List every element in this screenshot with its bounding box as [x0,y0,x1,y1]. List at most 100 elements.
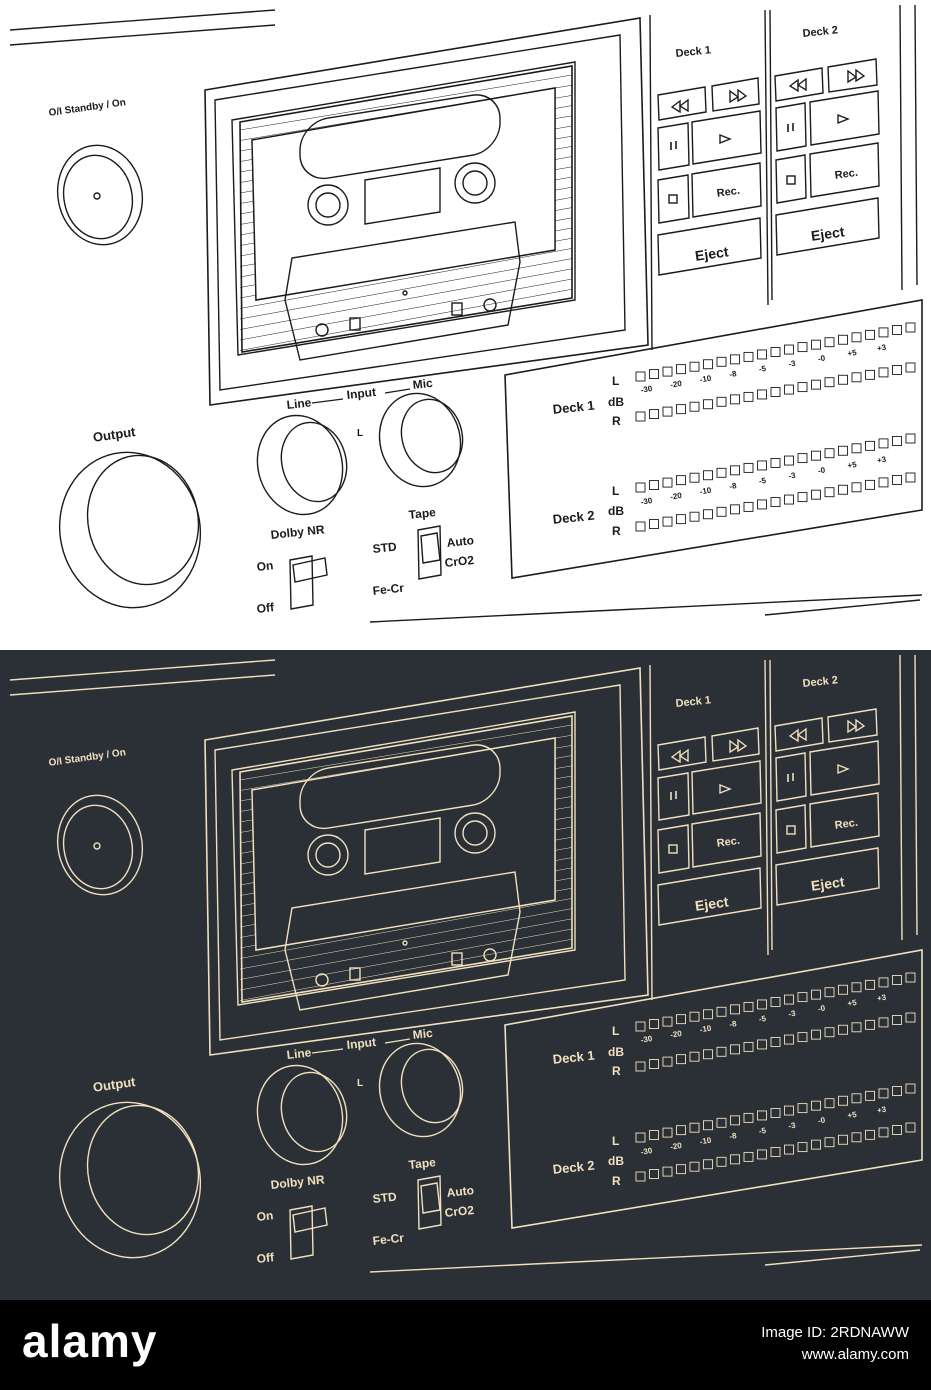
image-id: Image ID: 2RDNAWW www.alamy.com [761,1322,909,1366]
dark-pause-button-2[interactable] [775,752,807,802]
light-pause-button-2[interactable] [775,102,807,152]
fast-forward-icon [855,68,866,83]
meter-segment-l2 [649,1130,659,1140]
light-rec-button-2[interactable] [809,142,880,198]
guide-hole [315,973,329,987]
deck-divider [764,9,769,306]
rewind-icon [796,77,807,92]
meter-segment-l2 [878,1088,889,1099]
meter-segment-l2 [865,1090,875,1101]
input-level-knob [378,392,462,488]
dolby-switch-lever [292,1207,328,1233]
light-eject-button-1[interactable] [657,217,762,276]
dark-ff-button-2[interactable] [827,708,878,743]
light-off-label: Off [256,600,275,616]
meter-segment-r2 [865,1129,875,1140]
rewind-icon [788,728,799,743]
light-play-button-2[interactable] [809,90,880,146]
dark-rew-button-1[interactable] [657,736,707,771]
tape-switch [417,525,442,580]
light-ff-button-1[interactable] [711,77,760,112]
light-ff-button-2[interactable] [827,58,878,93]
rewind-icon [670,99,681,114]
dark-stop-button-1[interactable] [657,824,690,874]
dark-play-button-1[interactable] [691,760,762,815]
tape-switch-lever [420,1182,441,1214]
meter-segment-r2 [635,1171,646,1182]
panel-edge [9,659,276,681]
cassette-door [231,711,576,1006]
meter-segment-r1 [851,372,862,383]
fast-forward-icon [737,738,748,753]
play-icon [719,783,732,795]
meter-segment-r1 [824,1027,835,1038]
dark-off-label: Off [256,1250,275,1266]
cassette-shell [239,65,573,353]
tape-window [364,817,441,875]
meter-segment-r1 [703,399,713,410]
dark-meter-db-label-2: dB [608,1154,624,1168]
cassette-bottom [284,871,521,1011]
rewind-icon [670,749,681,764]
light-rec-button-1[interactable] [691,162,762,218]
meter-segment-l1 [689,361,700,372]
screw [402,940,408,946]
dark-rec-button-1[interactable] [691,812,762,868]
meter-segment-l1 [743,1001,754,1012]
light-rew-button-2[interactable] [774,67,824,102]
cassette-hatch [239,278,573,341]
meter-segment-r2 [662,1166,673,1177]
dark-eject-button-2[interactable] [775,847,880,906]
light-line-label: Line [286,395,313,412]
dark-rew-button-2[interactable] [774,717,824,752]
meter-segment-r2 [878,477,889,488]
meter-segment-l2 [743,462,754,473]
light-meter-l-label: L [612,374,620,388]
play-icon [719,133,732,145]
meter-segment-r2 [905,1122,916,1133]
meter-segment-r2 [878,1127,889,1138]
dark-rec-button-2[interactable] [809,792,880,848]
left-reel-hub [315,842,341,868]
light-eject-button-2[interactable] [775,197,880,256]
light-l-mark-label: L [357,428,364,439]
rewind-icon [678,98,689,113]
meter-segment-r2 [649,1169,659,1179]
meter-segment-l1 [838,334,848,345]
meter-segment-r2 [770,497,781,507]
output-knob-face [86,1104,200,1236]
light-play-button-1[interactable] [691,110,762,165]
label-line [384,388,411,394]
meter-segment-r1 [797,1032,808,1043]
meter-segment-r1 [865,369,875,380]
light-meter-l-label-2: L [612,484,620,498]
meter-segment-l1 [824,987,835,998]
standby-button-inner [62,804,134,890]
cassette-bay-frame [204,17,649,406]
meter-segment-l1 [770,347,781,357]
dark-drawing [9,654,923,1273]
pin-hole [349,317,361,331]
cassette-label-area [252,738,555,950]
dark-pause-button-1[interactable] [657,772,690,821]
meter-segment-r2 [797,1142,808,1153]
meter-segment-r2 [703,1159,713,1170]
meter-segment-l1 [757,999,767,1010]
meter-segment-r1 [635,411,646,422]
light-rew-button-1[interactable] [657,86,707,121]
meter-segment-r1 [649,409,659,419]
dark-play-button-2[interactable] [809,740,880,796]
dark-eject-button-1[interactable] [657,867,762,926]
deck-divider [764,659,769,956]
meter-segment-r2 [784,1144,794,1155]
cassette-hatch [239,724,573,781]
light-stop-button-1[interactable] [657,174,690,224]
light-pause-button-1[interactable] [657,122,690,171]
meter-segment-r1 [676,1054,686,1065]
dark-ff-button-1[interactable] [711,727,760,762]
dark-stop-button-2[interactable] [775,804,807,854]
light-stop-button-2[interactable] [775,154,807,204]
meter-segment-r1 [757,389,767,400]
meter-segment-r1 [743,391,754,402]
